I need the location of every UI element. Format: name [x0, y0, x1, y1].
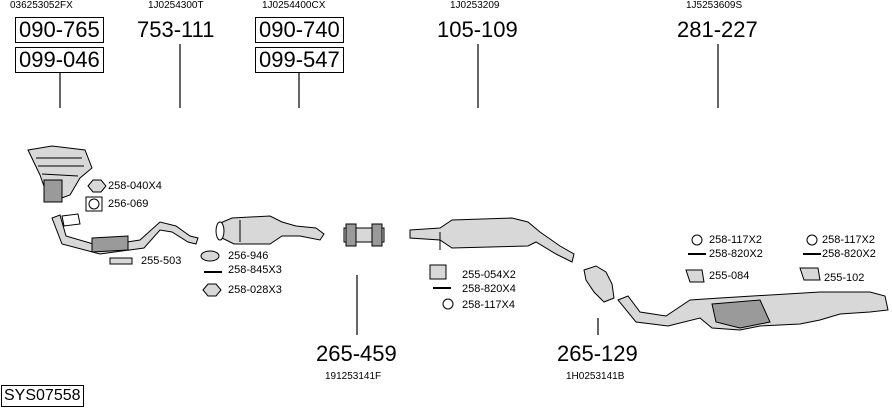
diagram-id: SYS07558 — [1, 385, 84, 407]
nut-icon-2 — [202, 283, 222, 297]
part-number-box[interactable]: 090-740 — [255, 17, 344, 43]
accessory-label[interactable]: 258-117X2 — [709, 234, 763, 246]
oem-number-1: 036253052FX — [10, 0, 73, 11]
accessory-label[interactable]: 258-845X3 — [228, 264, 282, 276]
oem-number-6: 191253141F — [325, 371, 382, 382]
part-number-box[interactable]: 099-046 — [15, 47, 104, 73]
part-number-box[interactable]: 099-547 — [255, 47, 344, 73]
accessory-label[interactable]: 256-946 — [228, 250, 269, 262]
clamp-icon-1 — [200, 250, 220, 262]
center-silencer-shape — [409, 217, 575, 263]
part-number[interactable]: 105-109 — [437, 17, 518, 42]
accessory-label[interactable]: 255-054X2 — [462, 269, 516, 281]
accessory-label[interactable]: 258-820X2 — [709, 248, 763, 260]
accessory-label[interactable]: 258-040X4 — [108, 180, 162, 192]
accessory-label[interactable]: 258-028X3 — [228, 284, 282, 296]
catalytic-converter-shape — [215, 215, 325, 245]
oem-number-5: 1J5253609S — [686, 0, 743, 11]
oem-number-4: 1J0253209 — [450, 0, 500, 11]
nut-icon-1 — [87, 179, 107, 193]
washer-icon-3 — [806, 234, 818, 246]
part-number-box[interactable]: 090-765 — [15, 17, 104, 43]
washer-icon-2 — [691, 234, 703, 246]
accessory-label[interactable]: 255-503 — [141, 255, 182, 267]
front-pipe-shape — [51, 213, 199, 255]
part-number[interactable]: 265-129 — [557, 341, 638, 366]
accessory-label[interactable]: 255-084 — [709, 270, 750, 282]
accessory-label[interactable]: 258-117X4 — [462, 299, 516, 311]
accessory-label[interactable]: 258-117X2 — [822, 234, 876, 246]
washer-icon-1 — [442, 298, 454, 310]
part-number[interactable]: 281-227 — [677, 17, 758, 42]
oem-number-2: 1J0254300T — [148, 0, 204, 11]
accessory-label[interactable]: 255-102 — [824, 272, 865, 284]
hanger-icon-2 — [685, 269, 705, 283]
intermediate-pipe-shape — [583, 265, 615, 303]
exhaust-manifold-shape — [27, 145, 93, 203]
bracket-icon-1 — [109, 257, 133, 265]
part-number[interactable]: 753-111 — [137, 17, 215, 42]
accessory-label[interactable]: 256-069 — [108, 198, 149, 210]
pipe-connector-shape — [343, 223, 385, 247]
hanger-icon-1 — [429, 264, 447, 280]
rear-silencer-shape — [617, 291, 889, 331]
accessory-label[interactable]: 258-820X4 — [462, 283, 516, 295]
oem-number-7: 1H0253141B — [566, 371, 625, 382]
part-number[interactable]: 265-459 — [316, 341, 397, 366]
hanger-icon-3 — [799, 267, 821, 281]
accessory-label[interactable]: 258-820X2 — [822, 248, 876, 260]
oem-number-3: 1J0254400CX — [262, 0, 326, 11]
